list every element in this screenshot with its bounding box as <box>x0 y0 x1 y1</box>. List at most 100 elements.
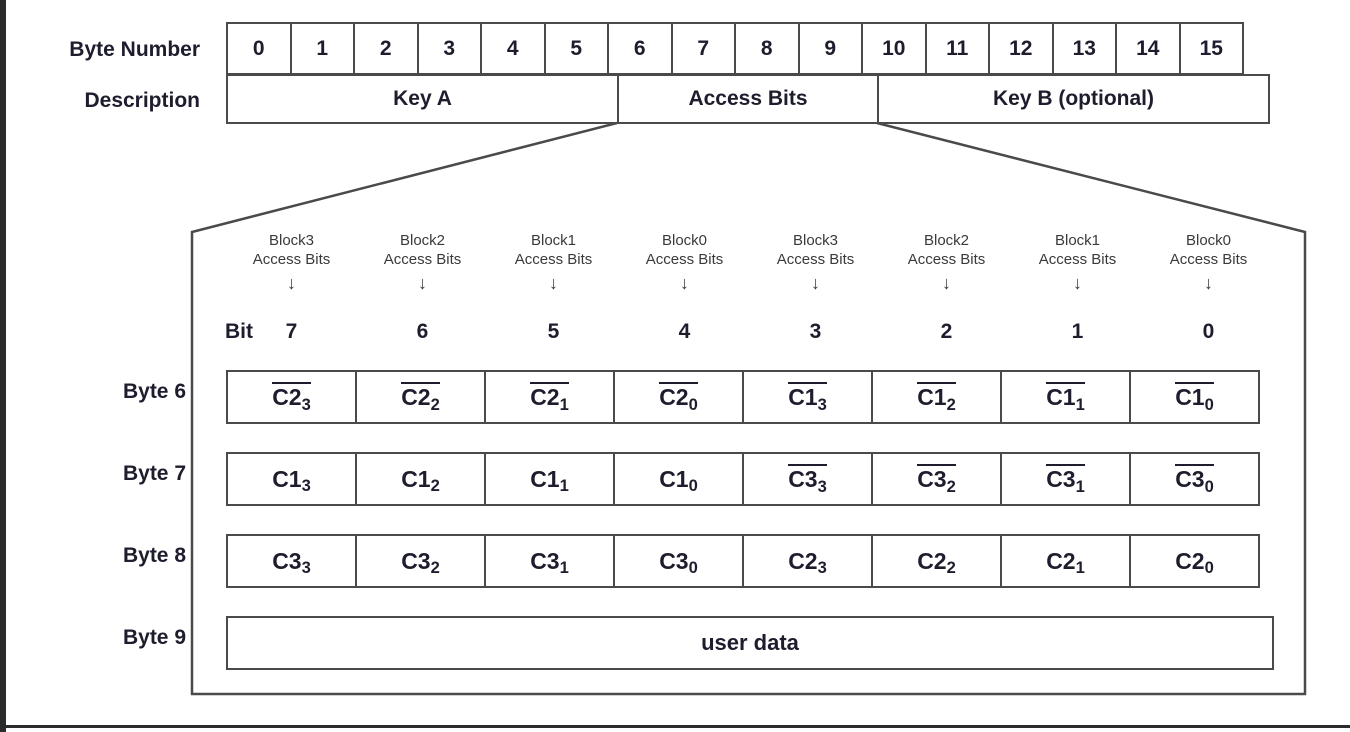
access-bit-value: C11 <box>1046 382 1085 414</box>
access-bit-value: C13 <box>272 465 311 496</box>
access-bit-value: C23 <box>272 382 311 414</box>
access-bit-cell: C20 <box>1129 534 1260 588</box>
block-sublabel: Access Bits <box>776 250 855 268</box>
down-arrow-icon: ↓ <box>418 272 427 293</box>
block-sublabel: Access Bits <box>645 250 724 268</box>
access-bit-value: C12 <box>401 465 440 496</box>
block-name: Block0 <box>661 232 708 249</box>
access-bit-value: C30 <box>1175 464 1214 496</box>
access-bit-value: C33 <box>788 464 827 496</box>
down-arrow-icon: ↓ <box>549 272 558 293</box>
bit-number: 1 <box>1071 320 1084 343</box>
access-bit-cell: C13 <box>742 370 873 424</box>
access-bit-cell: C21 <box>1000 534 1131 588</box>
block-sublabel: Access Bits <box>252 250 331 268</box>
bit-number: 3 <box>809 320 822 343</box>
access-bit-cell: C30 <box>1129 452 1260 506</box>
block-name: Block2 <box>923 232 970 249</box>
label-byte-7: Byte 7 <box>122 462 186 485</box>
label-bit: Bit <box>225 320 253 343</box>
byte-8-row: C33 C32 C31 C30 C23 C22 C21 C20 <box>226 534 1274 588</box>
access-bit-value: C31 <box>1046 464 1085 496</box>
access-bit-value: C32 <box>401 547 440 578</box>
byte-number-cell: 12 <box>988 22 1054 75</box>
access-bit-cell: C21 <box>484 370 615 424</box>
down-arrow-icon: ↓ <box>1073 272 1082 293</box>
access-bit-value: C21 <box>530 382 569 414</box>
block-name: Block1 <box>530 232 577 249</box>
access-bit-value: C21 <box>1046 547 1085 578</box>
byte-number-cell: 9 <box>797 22 863 75</box>
block-sublabel: Access Bits <box>907 250 986 268</box>
byte-number-cell: 0 <box>226 22 292 75</box>
bit-number: 2 <box>940 320 953 343</box>
down-arrow-icon: ↓ <box>1204 272 1213 293</box>
byte-number-cell: 11 <box>924 22 990 75</box>
block-sublabel: Access Bits <box>514 250 593 268</box>
access-bit-value: C11 <box>530 465 569 496</box>
block-sublabel: Access Bits <box>383 250 462 268</box>
access-bit-value: C22 <box>917 547 956 578</box>
access-bit-cell: C23 <box>742 534 873 588</box>
access-bit-cell: C22 <box>355 370 486 424</box>
access-bit-cell: C12 <box>871 370 1002 424</box>
label-byte-number: Byte Number <box>69 38 200 61</box>
user-data-cell: user data <box>226 616 1274 670</box>
description-cell-access-bits: Access Bits <box>617 74 879 124</box>
access-bit-cell: C31 <box>484 534 615 588</box>
byte-number-cell: 7 <box>670 22 736 75</box>
access-bit-cell: C11 <box>484 452 615 506</box>
access-bit-value: C20 <box>1175 547 1214 578</box>
down-arrow-icon: ↓ <box>680 272 689 293</box>
down-arrow-icon: ↓ <box>811 272 820 293</box>
byte-number-cell: 10 <box>861 22 927 75</box>
description-cell-key-b: Key B (optional) <box>877 74 1270 124</box>
byte-number-cell: 13 <box>1051 22 1117 75</box>
description-cell-key-a: Key A <box>226 74 619 124</box>
access-bit-cell: C22 <box>871 534 1002 588</box>
access-bit-value: C33 <box>272 547 311 578</box>
byte-number-cell: 4 <box>480 22 546 75</box>
bit-number: 5 <box>547 320 560 343</box>
byte-number-cell: 3 <box>416 22 482 75</box>
label-byte-8: Byte 8 <box>122 544 186 567</box>
byte-number-cell: 1 <box>289 22 355 75</box>
block-sublabel: Access Bits <box>1038 250 1117 268</box>
block-sublabel: Access Bits <box>1169 250 1248 268</box>
bit-number: 0 <box>1202 320 1215 343</box>
bit-number: 6 <box>416 320 429 343</box>
access-bit-value: C30 <box>659 547 698 578</box>
access-bit-cell: C11 <box>1000 370 1131 424</box>
access-bit-value: C10 <box>1175 382 1214 414</box>
access-bit-value: C23 <box>788 547 827 578</box>
access-bit-value: C10 <box>659 465 698 496</box>
access-bit-cell: C13 <box>226 452 357 506</box>
block-name: Block1 <box>1054 232 1101 249</box>
access-bit-cell: C30 <box>613 534 744 588</box>
access-bit-value: C31 <box>530 547 569 578</box>
access-bit-value: C13 <box>788 382 827 414</box>
byte-number-cell: 14 <box>1115 22 1181 75</box>
access-bit-value: C22 <box>401 382 440 414</box>
block-name: Block3 <box>268 232 315 249</box>
byte-9-row: user data <box>226 616 1274 670</box>
bit-number: 4 <box>678 320 691 343</box>
access-bit-cell: C23 <box>226 370 357 424</box>
access-bit-cell: C32 <box>355 534 486 588</box>
access-bit-cell: C12 <box>355 452 486 506</box>
block-name: Block2 <box>399 232 446 249</box>
label-byte-6: Byte 6 <box>122 380 186 403</box>
